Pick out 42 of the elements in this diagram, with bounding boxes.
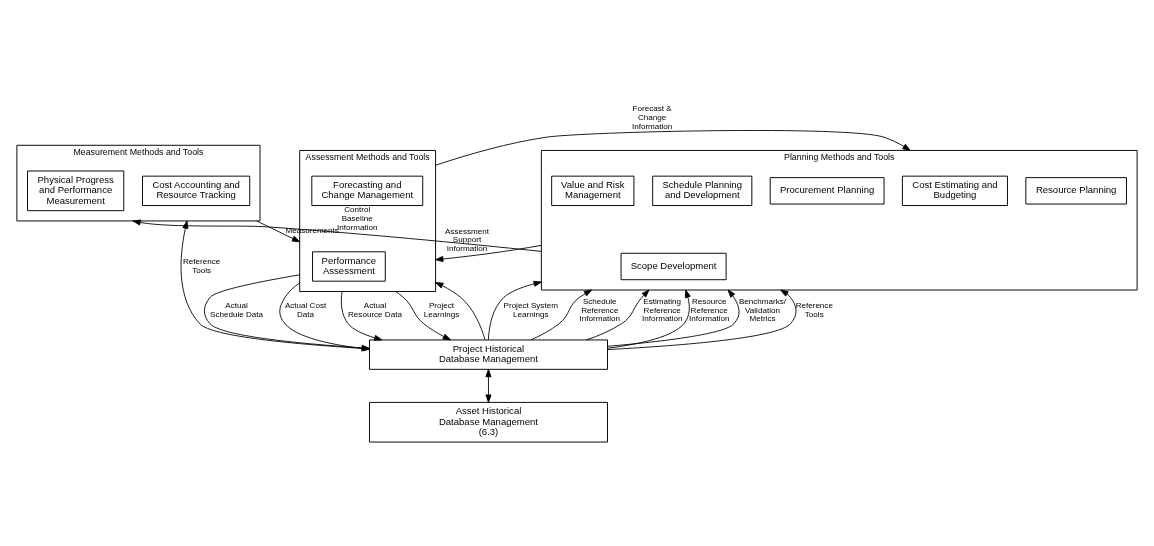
node-box: Project Historical Database Management — [369, 338, 608, 370]
arrow — [607, 289, 797, 350]
node-box: Procurement Planning — [769, 176, 885, 205]
node-box: Physical Progress and Performance Measurement — [27, 170, 125, 211]
arrow — [485, 368, 492, 403]
arrow — [180, 220, 370, 349]
arrow — [435, 244, 542, 262]
arrow — [530, 289, 593, 340]
arrow — [487, 280, 542, 340]
edge-label: Resource Reference Information — [689, 296, 730, 323]
arrow — [132, 219, 542, 252]
arrow — [607, 289, 740, 347]
edge-label: Estimating Reference Information — [642, 296, 683, 323]
edge-label: Reference Tools — [795, 300, 833, 319]
node-box: Resource Planning — [1025, 176, 1127, 205]
arrow — [435, 129, 911, 166]
edge-label: Benchmarks/ Validation Metrics — [738, 296, 787, 323]
edge-label: Forecast & Change Information — [631, 103, 673, 131]
node-box: Cost Estimating and Budgeting — [901, 175, 1008, 206]
node-box: Asset Historical Database Management (6.3) — [369, 401, 608, 443]
arrow — [435, 281, 486, 340]
arrow — [256, 220, 301, 242]
node-box: Scope Development — [620, 252, 727, 280]
node-box: Performance Assessment — [312, 250, 386, 282]
arrow — [340, 290, 383, 341]
edge-label: Project System Learnings — [503, 300, 558, 319]
edge-label: Reference Tools — [182, 256, 221, 275]
edge-label: Schedule Reference Information — [579, 296, 620, 323]
edge-label: Assessment Support Information — [444, 226, 489, 253]
node-box: Schedule Planning and Development — [652, 175, 753, 206]
node-box: Forecasting and Change Management — [311, 175, 424, 206]
arrow — [395, 290, 451, 340]
node-box: Cost Accounting and Resource Tracking — [142, 175, 251, 206]
edge-label: Project Learnings — [423, 300, 460, 319]
arrow — [203, 273, 370, 351]
node-box: Value and Risk Management — [551, 175, 635, 206]
arrow — [585, 289, 650, 340]
edge-label: Actual Schedule Data — [210, 300, 264, 319]
arrow — [607, 289, 691, 349]
edge-label: Actual Cost Data — [284, 300, 327, 319]
edge-label: Actual Resource Data — [348, 300, 402, 319]
arrow — [279, 282, 370, 351]
